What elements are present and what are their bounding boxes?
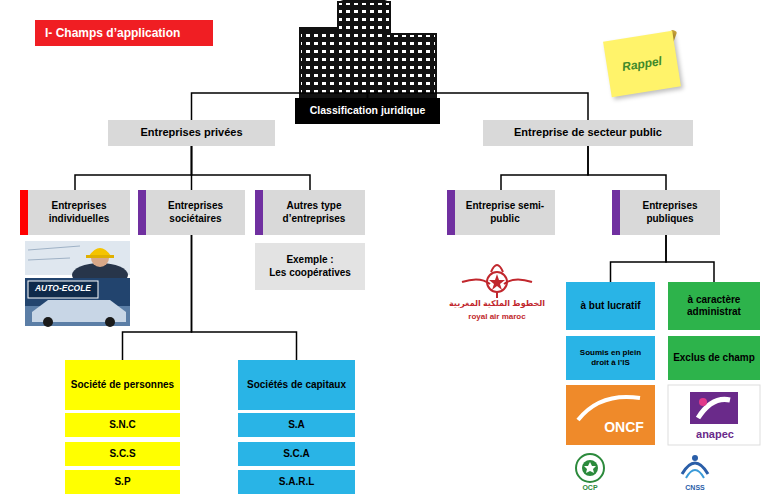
example-box: Exemple :Les coopératives [255,243,365,290]
company-form-box: S.C.A [238,442,355,466]
type-box: Autres type d’entreprises [255,190,365,235]
building-icon [300,0,436,98]
ocp-logo [576,454,604,482]
node-text: Entreprises publiques [624,200,716,225]
royal-air-maroc-logo [462,265,532,298]
logo-text: royal air maroc [447,313,547,322]
node-text: à but lucratif [580,300,640,313]
company-form-box: S.P [65,470,180,494]
type-box: Entreprise semi-public [447,190,555,235]
logo-text: CNSS [675,484,715,492]
sticky-note: Rappel [603,31,681,97]
node-text: S.A.R.L [279,476,315,489]
root-box: Classification juridique [295,98,440,124]
logo-text: OCP [570,484,610,492]
node-text: S.P [114,476,130,489]
company-group-box: Sociétés de capitaux [238,360,355,410]
company-form-box: S.A.R.L [238,470,355,494]
node-text: Sociétés de capitaux [247,379,346,392]
node-text: Entreprise semi-public [459,200,551,225]
connector [588,146,666,190]
connector [123,235,192,360]
node-text: Exemple : [286,254,333,267]
oncf-logo [566,385,655,445]
node-text: Classification juridique [310,104,426,117]
node-text: Entreprises sociétaires [150,200,241,225]
node-text: à caractère administrat [672,294,756,319]
auto-ecole-image [25,278,130,327]
category-box: Entreprises privées [108,120,275,146]
node-text: Exclus de champ [673,352,755,365]
company-group-box: Société de personnes [65,360,180,410]
logo-text: anapec [684,428,746,440]
node-text: Autres type d’entreprises [267,200,361,225]
node-text: Entreprises individuelles [32,200,126,225]
type-box: Entreprises publiques [612,190,720,235]
logo-text: ONCF [596,420,652,435]
node-text: Société de personnes [71,379,174,392]
node-text: S.N.C [109,419,136,432]
node-text: Entreprises privées [140,126,242,140]
connector [501,146,588,190]
node-text: S.C.A [283,448,310,461]
subtype-box: à but lucratif [566,282,655,330]
connector [666,235,714,282]
node-text: Rappel [621,53,663,74]
subtype-box: à caractère administrat [668,282,760,330]
sign-text: AUTO-ECOLE [28,284,98,293]
connector [192,146,311,190]
type-box: Entreprises individuelles [20,190,130,235]
category-box: Entreprise de secteur public [483,120,693,146]
section-title: I- Champs d’application [35,20,213,46]
company-form-box: S.C.S [65,442,180,466]
node-text: S.C.S [109,448,135,461]
connector [75,146,192,190]
cnss-logo [682,455,708,478]
company-form-box: S.A [238,413,355,437]
tax-box: Exclus de champ [668,336,760,380]
anapec-logo [668,385,760,445]
node-text: S.A [288,419,305,432]
node-text: Les coopératives [269,267,351,280]
logo-text: الخطوط الملكية المغربية [447,300,547,309]
connector [611,235,667,282]
node-text: Entreprise de secteur public [514,126,662,140]
node-text: Soumis en plein droit à l’IS [570,348,651,368]
company-form-box: S.N.C [65,413,180,437]
tax-box: Soumis en plein droit à l’IS [566,336,655,380]
type-box: Entreprises sociétaires [138,190,245,235]
